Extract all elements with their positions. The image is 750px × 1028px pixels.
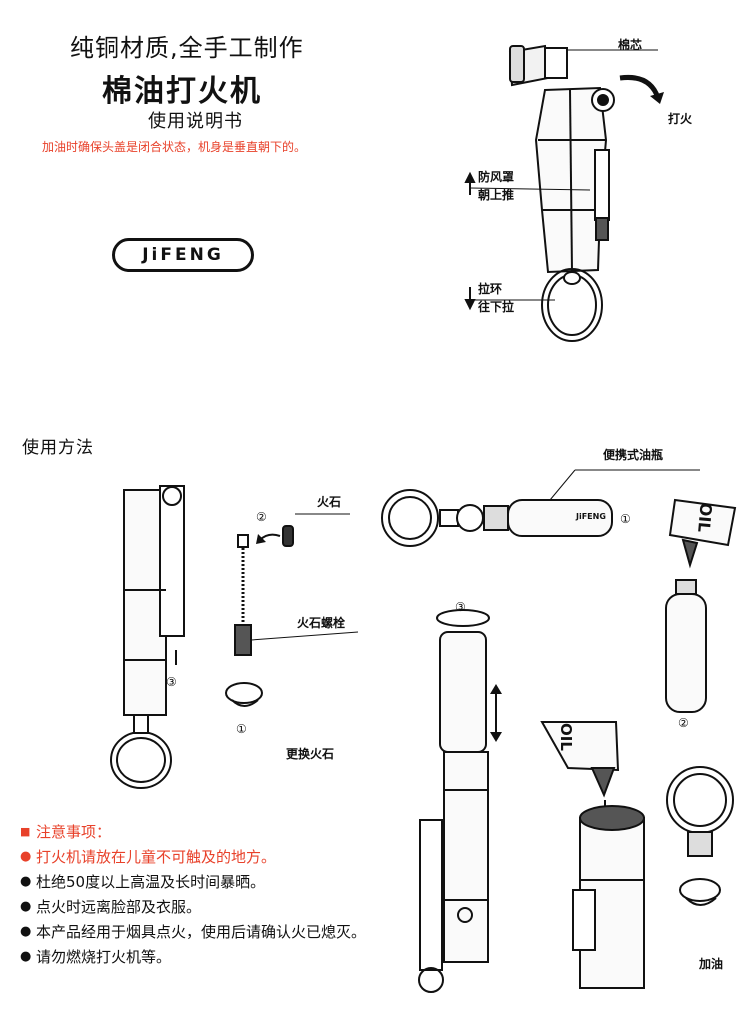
pull-action-label: 往下拉 <box>478 300 515 314</box>
dot-bullet-icon: ● <box>20 949 32 964</box>
step-1-replace: ① <box>236 722 247 736</box>
step-2-bottle: ② <box>678 716 689 730</box>
ignite-label: 打火 <box>668 112 693 126</box>
header-line-1: 纯铜材质,全手工制作 <box>70 34 304 62</box>
shield-action-label: 朝上推 <box>478 188 515 202</box>
step-3-lighter: ③ <box>166 675 177 689</box>
brand-logo: JiFENG <box>112 238 254 272</box>
note-item: ● 请勿燃烧打火机等。 <box>20 947 380 967</box>
oil-can-label-mid: OIL <box>556 723 575 751</box>
replace-flint-label: 更换火石 <box>286 747 335 761</box>
shield-label: 防风罩 <box>478 170 515 184</box>
portable-bottle-label: 便携式油瓶 <box>603 448 664 462</box>
wick-label: 棉芯 <box>618 38 643 52</box>
pull-ring-label: 拉环 <box>478 282 503 296</box>
dot-bullet-icon: ● <box>20 899 32 914</box>
note-item: ● 打火机请放在儿童不可触及的地方。 <box>20 847 380 867</box>
note-text: 本产品经用于烟具点火，使用后请确认火已熄灭。 <box>36 923 367 941</box>
flint-screw-label: 火石螺栓 <box>297 616 346 630</box>
note-item: ● 点火时远离脸部及衣服。 <box>20 897 380 917</box>
flint-label: 火石 <box>317 495 342 509</box>
precautions-title: 注意事项： <box>36 823 112 841</box>
precautions-header: ■ 注意事项： <box>20 822 380 842</box>
precautions: ■ 注意事项： ● 打火机请放在儿童不可触及的地方。 ● 杜绝50度以上高温及长… <box>20 822 380 972</box>
bottle-logo: JiFENG <box>576 512 606 521</box>
step-1-bottle: ① <box>620 512 631 526</box>
product-title: 棉油打火机 <box>102 74 262 109</box>
refuel-warning: 加油时确保头盖是闭合状态，机身是垂直朝下的。 <box>42 140 307 154</box>
note-text: 点火时远离脸部及衣服。 <box>36 898 202 916</box>
note-text: 请勿燃烧打火机等。 <box>36 948 172 966</box>
note-text: 打火机请放在儿童不可触及的地方。 <box>36 848 277 866</box>
note-item: ● 本产品经用于烟具点火，使用后请确认火已熄灭。 <box>20 922 380 942</box>
dot-bullet-icon: ● <box>20 924 32 939</box>
dot-bullet-icon: ● <box>20 849 32 864</box>
step-3-refuel: ③ <box>455 600 466 614</box>
brand-logo-text: JiFENG <box>142 245 224 265</box>
note-item: ● 杜绝50度以上高温及长时间暴晒。 <box>20 872 380 892</box>
oil-can-label-top: OIL <box>694 501 716 534</box>
manual-title: 使用说明书 <box>148 111 243 132</box>
usage-section-title: 使用方法 <box>22 438 94 458</box>
square-bullet-icon: ■ <box>20 825 31 838</box>
note-text: 杜绝50度以上高温及长时间暴晒。 <box>36 873 266 891</box>
dot-bullet-icon: ● <box>20 874 32 889</box>
refuel-label: 加油 <box>699 957 724 971</box>
step-2-flint: ② <box>256 510 267 524</box>
